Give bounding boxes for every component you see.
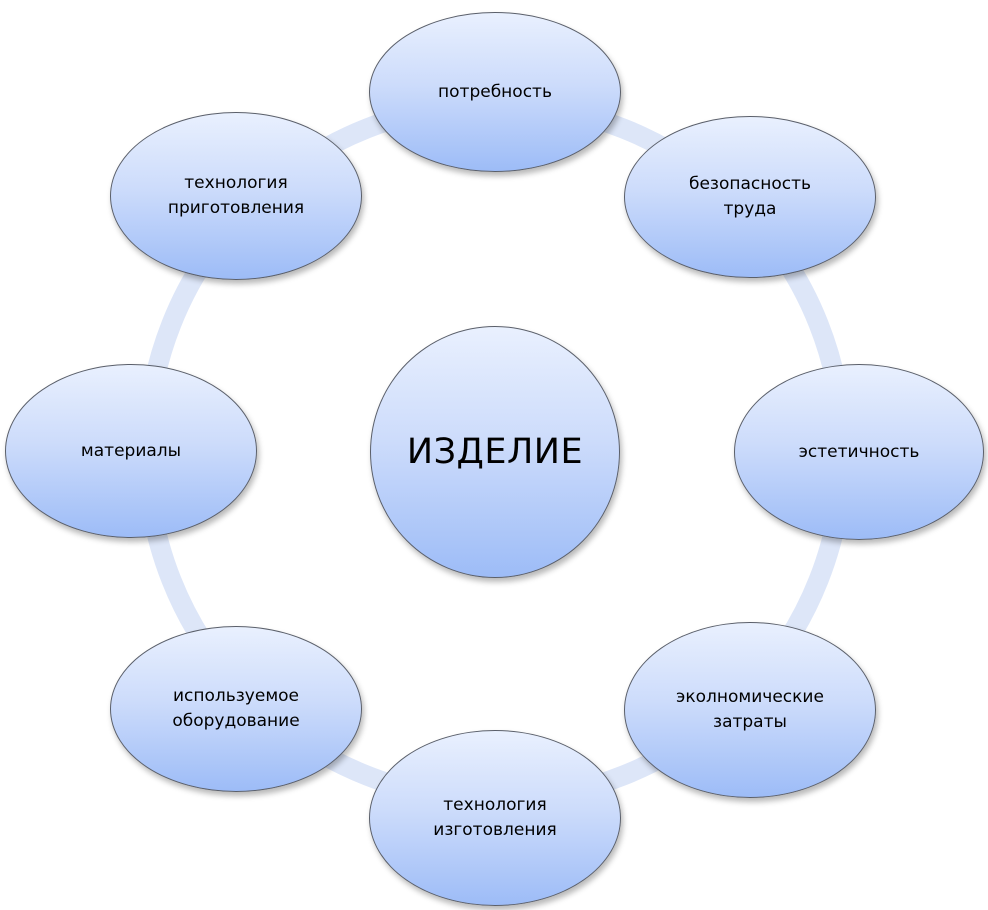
node-materials: материалы [5,364,257,538]
node-label: эстетичность [798,441,920,462]
node-equipment-used: используемое оборудование [110,626,362,792]
node-label: безопасность труда [688,174,812,219]
node-aesthetics: эстетичность [734,364,984,540]
node-label: технология изготовления [433,795,557,840]
node-manufacturing-technology: технология изготовления [369,730,621,906]
node-label: технология приготовления [167,173,305,218]
center-node-label: ИЗДЕЛИЕ [406,432,584,472]
center-node-product: ИЗДЕЛИЕ [370,326,620,578]
node-label: используемое оборудование [172,686,300,731]
node-label: материалы [80,440,182,461]
node-economic-costs: эколномические затраты [624,622,876,798]
node-need: потребность [369,12,621,172]
node-label: эколномические затраты [676,687,824,732]
node-labor-safety: безопасность труда [624,116,876,278]
node-preparation-technology: технология приготовления [110,112,362,280]
node-label: потребность [438,81,552,102]
